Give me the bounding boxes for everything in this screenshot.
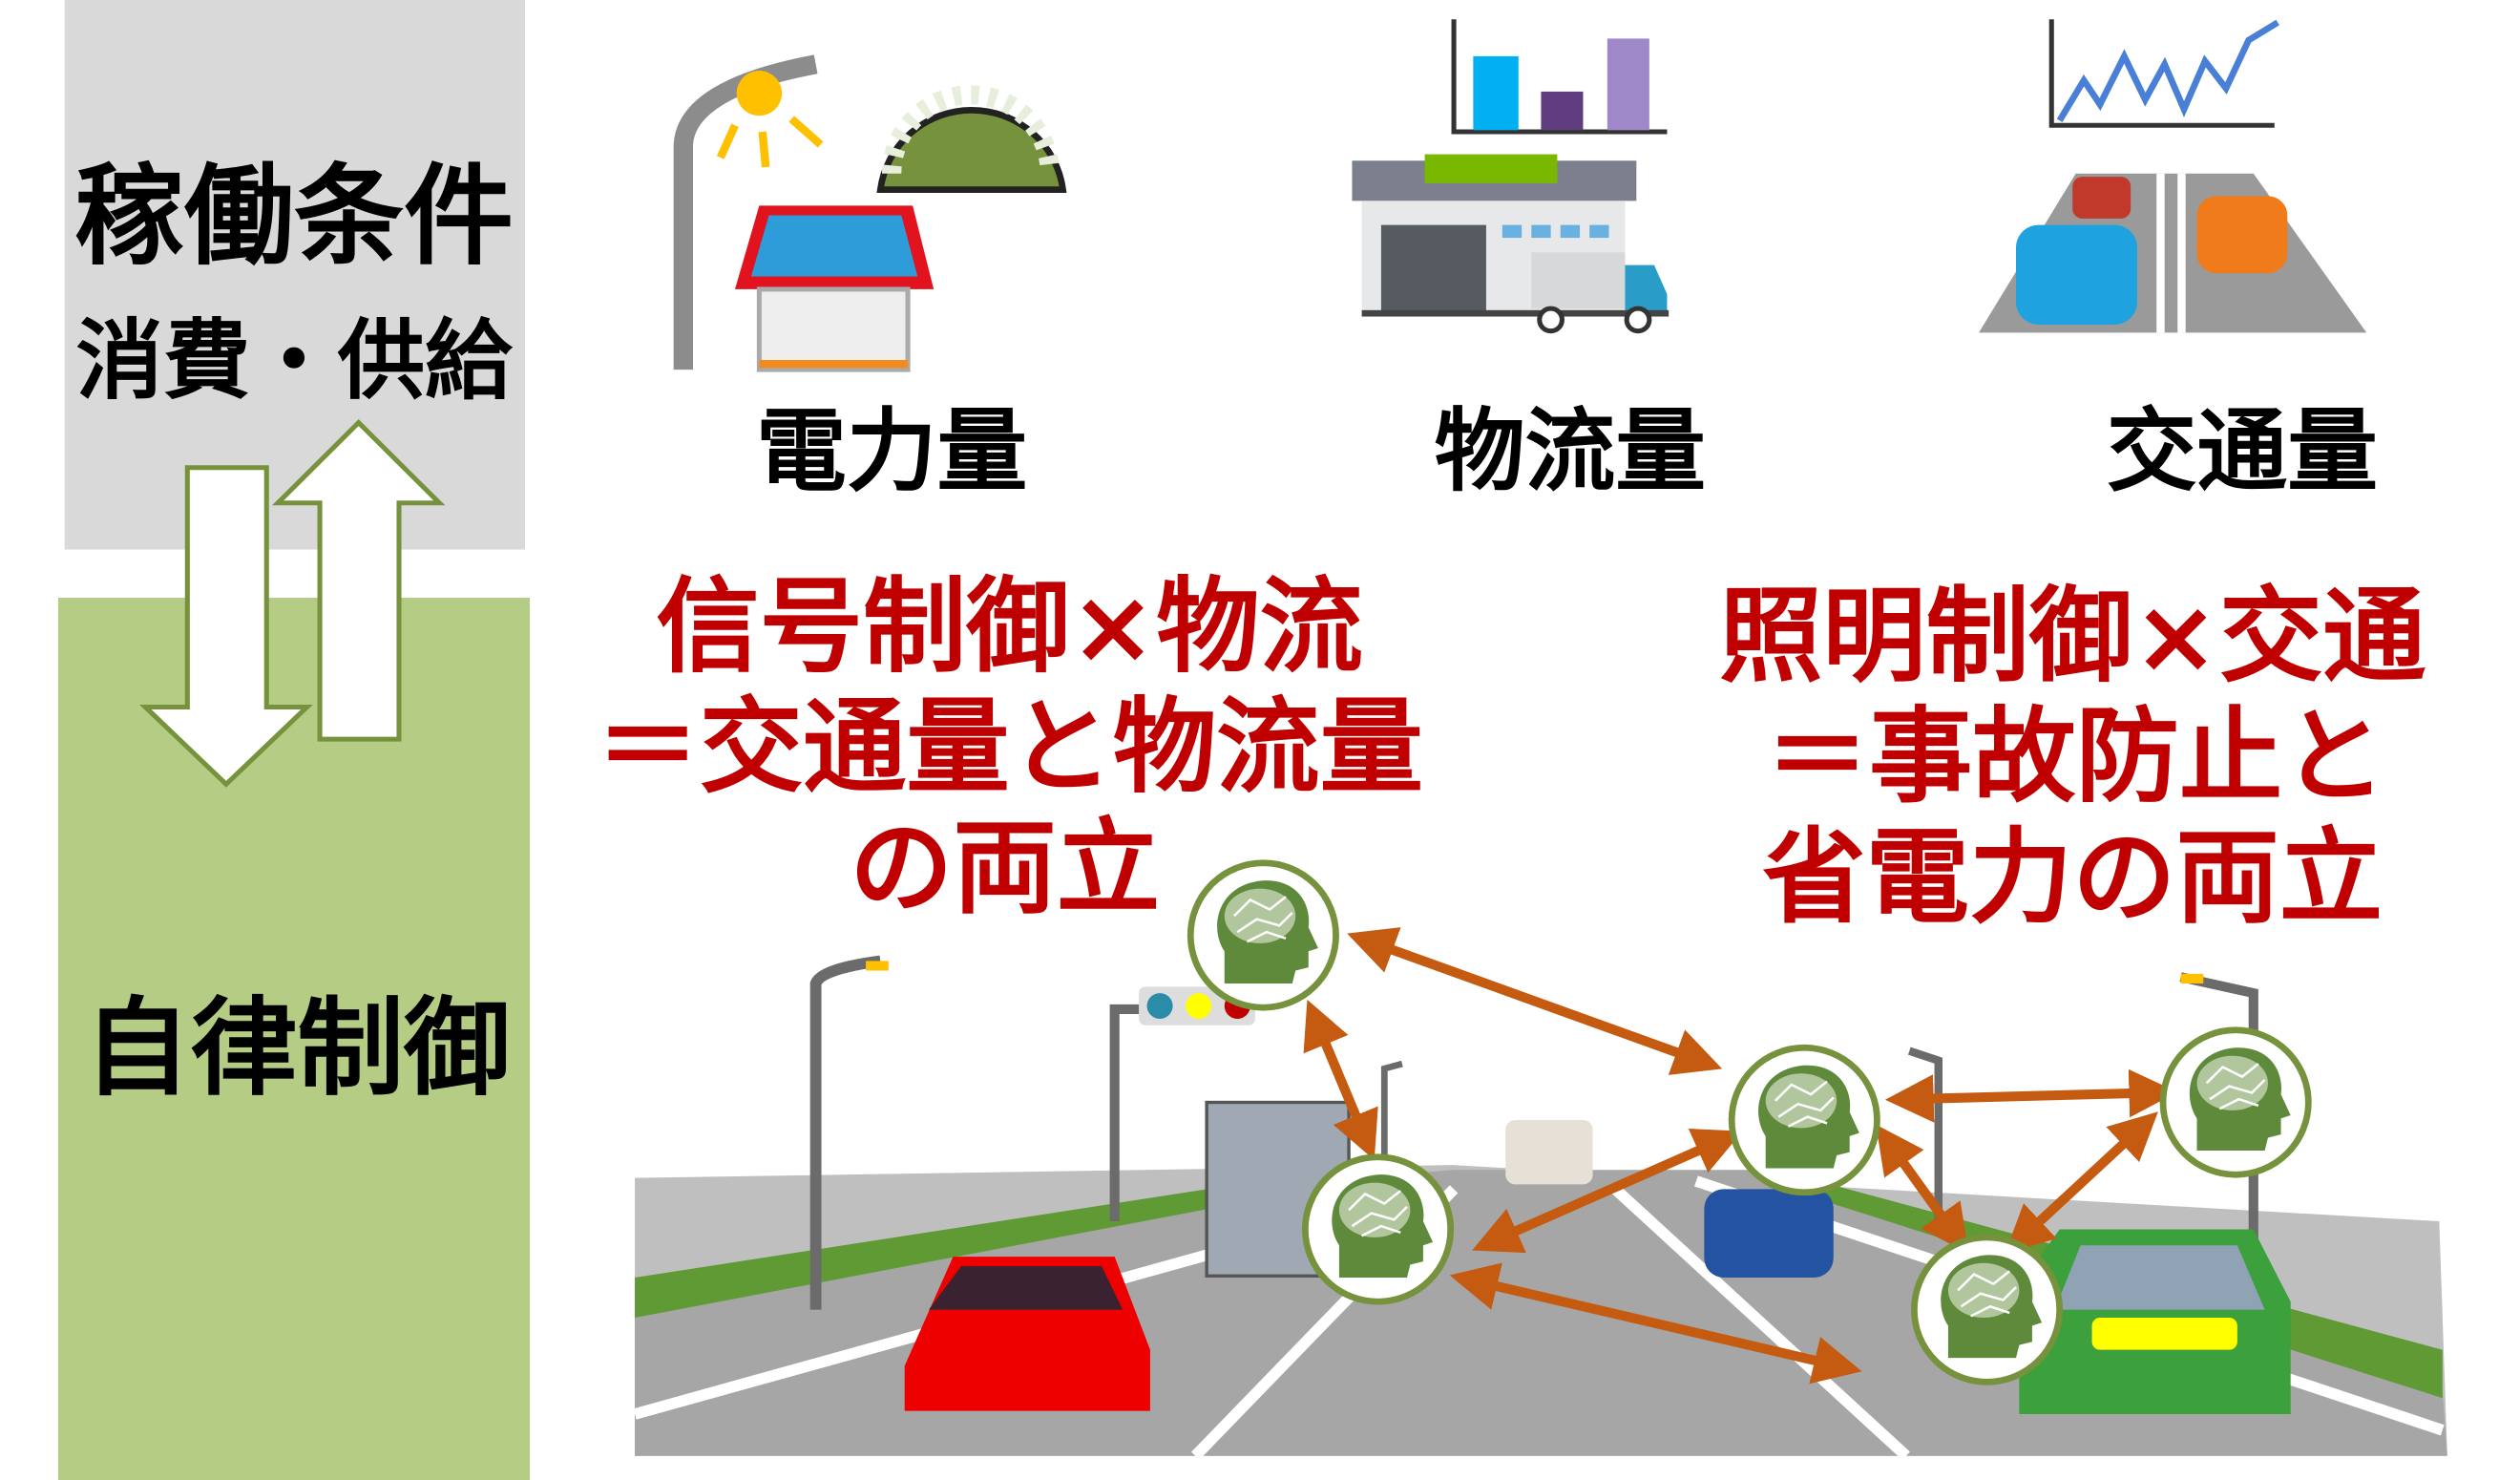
ai-agent-signal-icon bbox=[1190, 863, 1335, 1007]
ai-agent-streetlight-icon bbox=[2163, 1030, 2308, 1174]
right-caption-line-2: ＝事故防止と bbox=[1766, 698, 2386, 817]
logistics-amount-label: 物流量 bbox=[1435, 399, 1706, 504]
left-caption-line-2: ＝交通量と物流量 bbox=[596, 688, 1422, 808]
operating-conditions-panel bbox=[64, 0, 525, 550]
right-caption-line-1: 照明制御×交通 bbox=[1719, 578, 2426, 697]
ai-agent-truck-icon bbox=[1305, 1157, 1450, 1301]
autonomous-control-title: 自律制御 bbox=[84, 987, 511, 1110]
consumption-supply-subtitle: 消費・供給 bbox=[76, 310, 514, 412]
left-caption-line-3: の両立 bbox=[850, 809, 1160, 928]
warehouse-truck-barchart-icon bbox=[1352, 19, 1670, 334]
operating-conditions-title: 稼働条件 bbox=[74, 153, 514, 281]
up-arrow-icon bbox=[271, 419, 446, 742]
right-caption-line-3: 省電力の両立 bbox=[1762, 818, 2383, 938]
ai-agent-green-car-icon bbox=[1914, 1237, 2059, 1382]
traffic-amount-label: 交通量 bbox=[2107, 399, 2378, 504]
road-scene bbox=[633, 955, 2447, 1461]
coordination-arrows bbox=[1303, 927, 2178, 1385]
down-arrow-icon bbox=[138, 465, 313, 788]
power-amount-label: 電力量 bbox=[756, 399, 1027, 504]
road-cars-linechart-icon bbox=[1979, 19, 2367, 333]
streetlight-solar-gauge-icon bbox=[673, 54, 1067, 372]
autonomous-control-panel bbox=[57, 598, 531, 1480]
left-caption-line-1: 信号制御×物流 bbox=[656, 568, 1363, 687]
ai-agent-car-icon bbox=[1732, 1047, 1877, 1192]
